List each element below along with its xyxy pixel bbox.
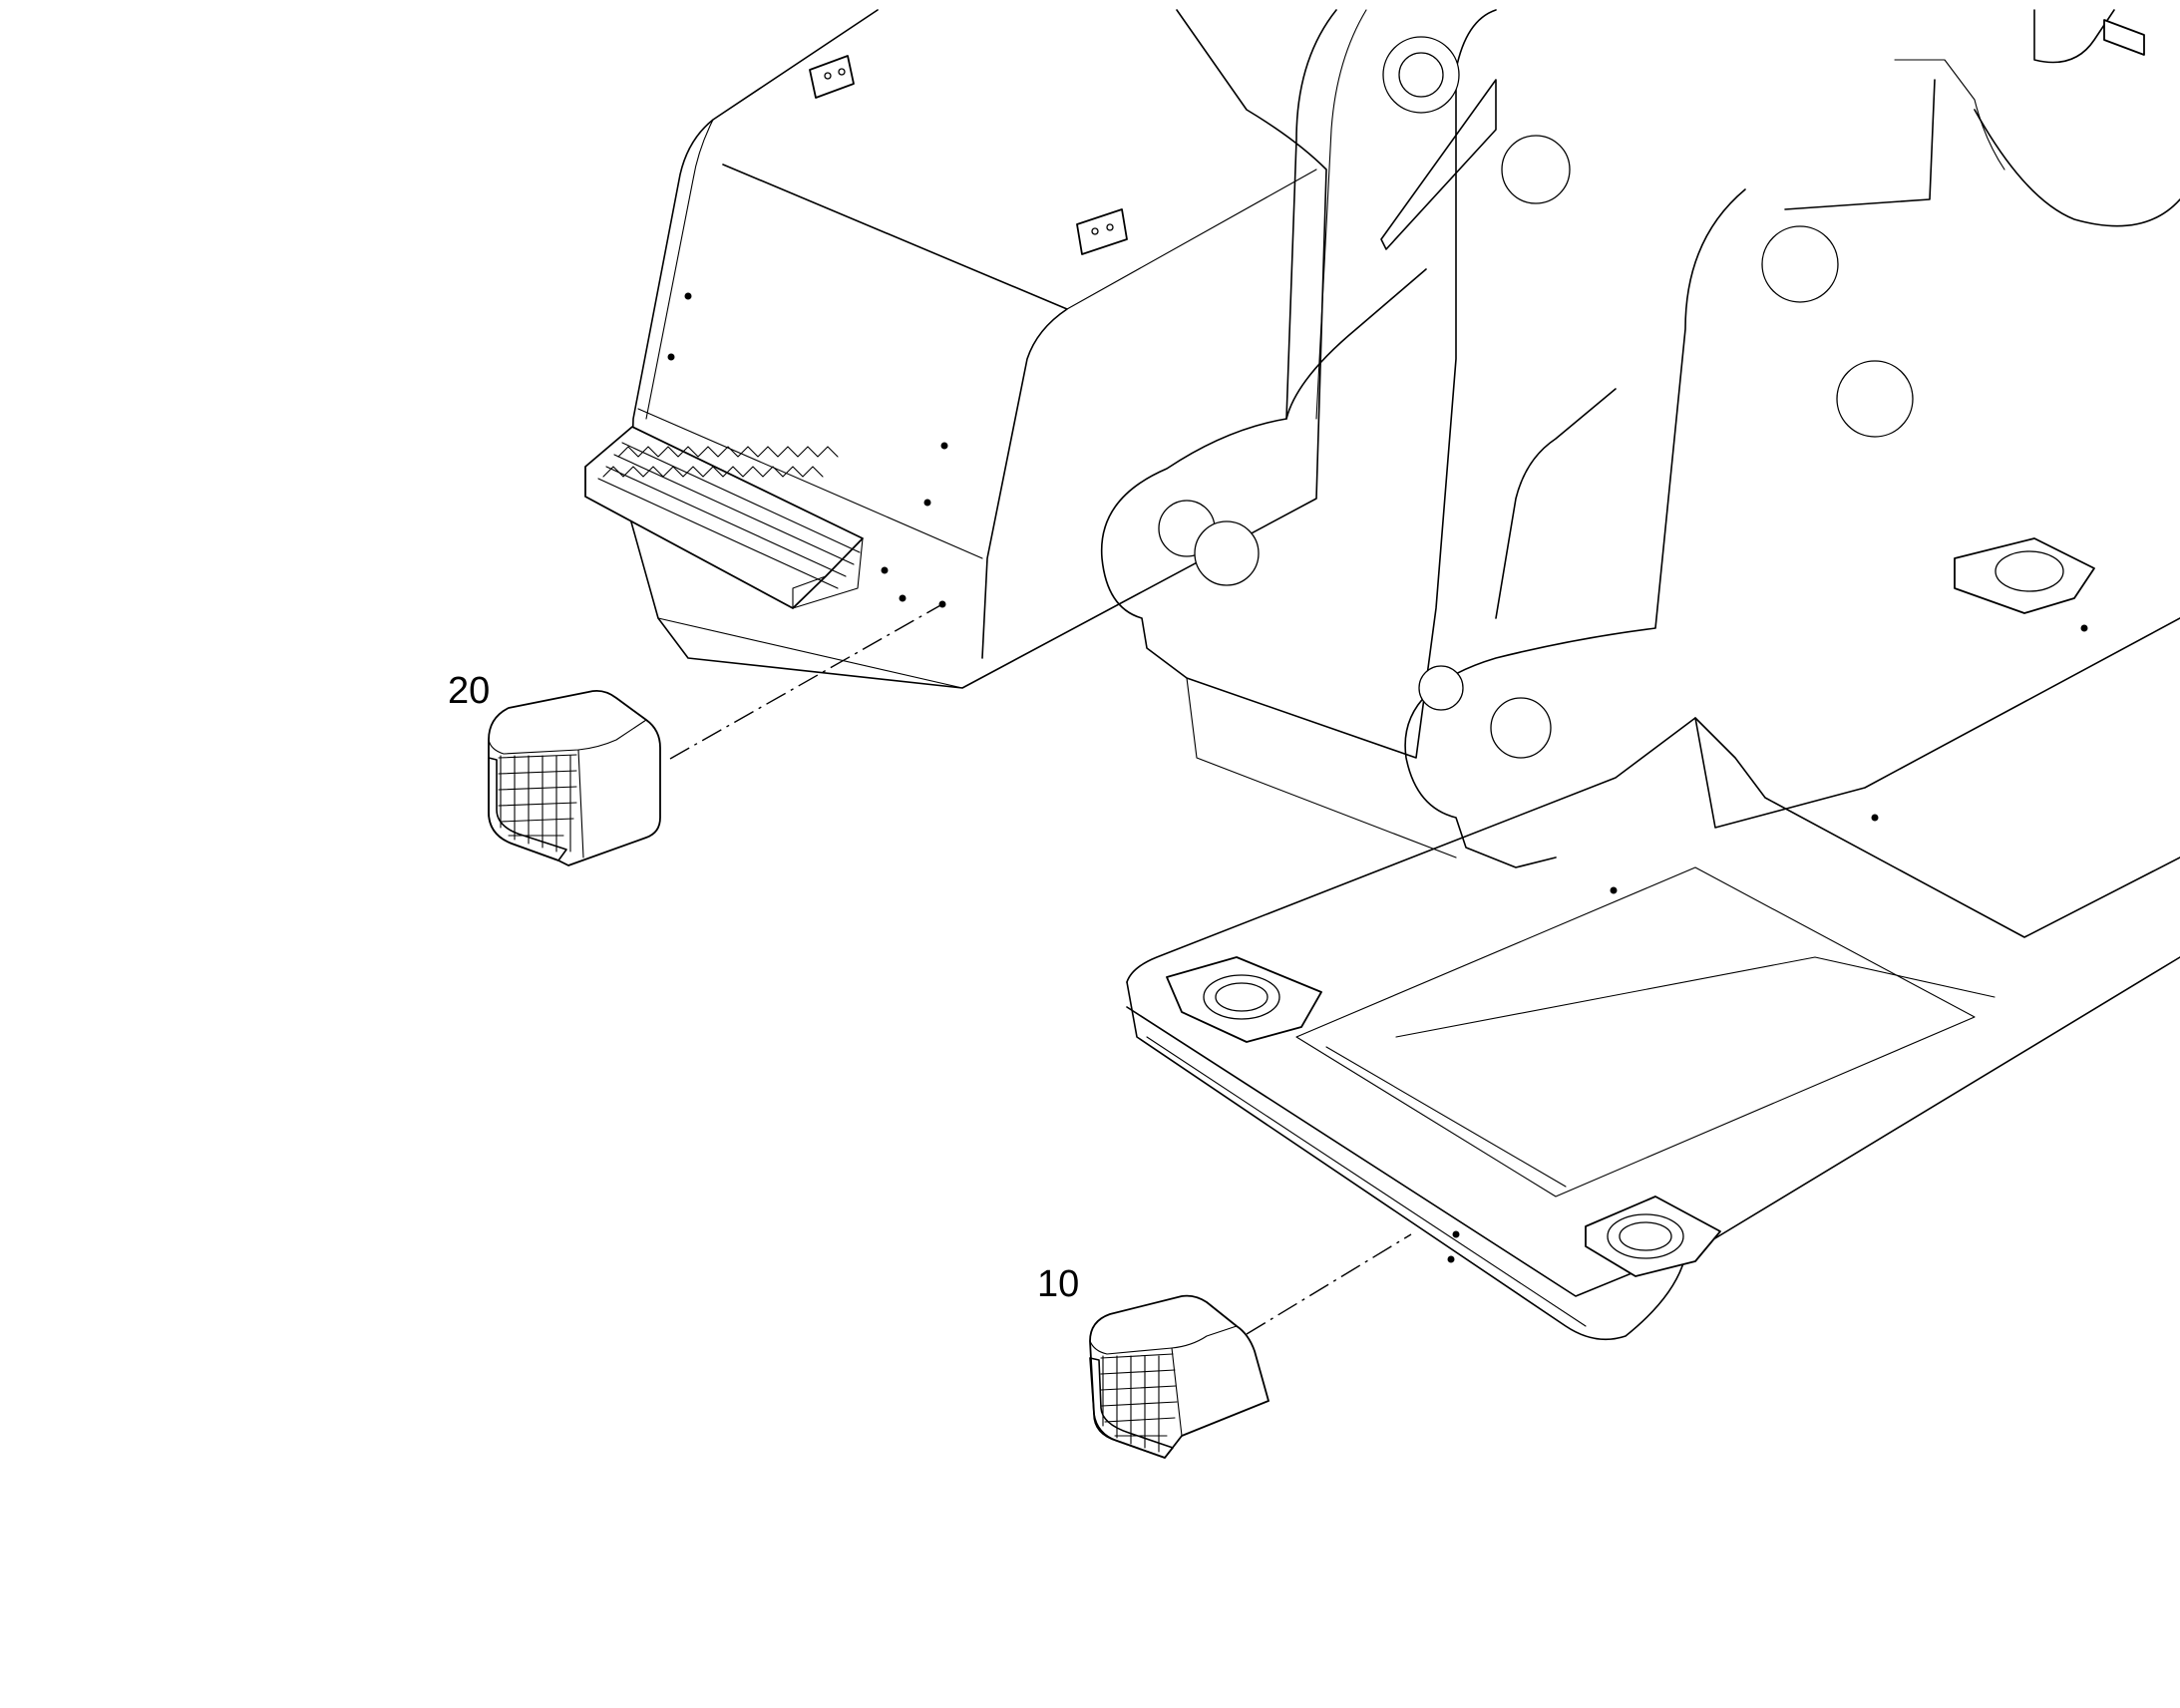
front-frame: [1126, 537, 2180, 1341]
leader-line-10: [1246, 1233, 1412, 1335]
grid-texture: [1100, 1353, 1178, 1453]
part-20-step-cover: [488, 689, 661, 866]
leader-line-20: [669, 603, 943, 760]
step-tread: [584, 426, 864, 609]
part-10-step-cover: [1089, 1294, 1270, 1459]
callout-label-20: 20: [448, 670, 490, 712]
rear-housing: [584, 9, 1327, 689]
boom-mount-brackets: [1100, 9, 2180, 868]
callout-label-10: 10: [1037, 1263, 1079, 1305]
grid-texture: [498, 754, 577, 853]
